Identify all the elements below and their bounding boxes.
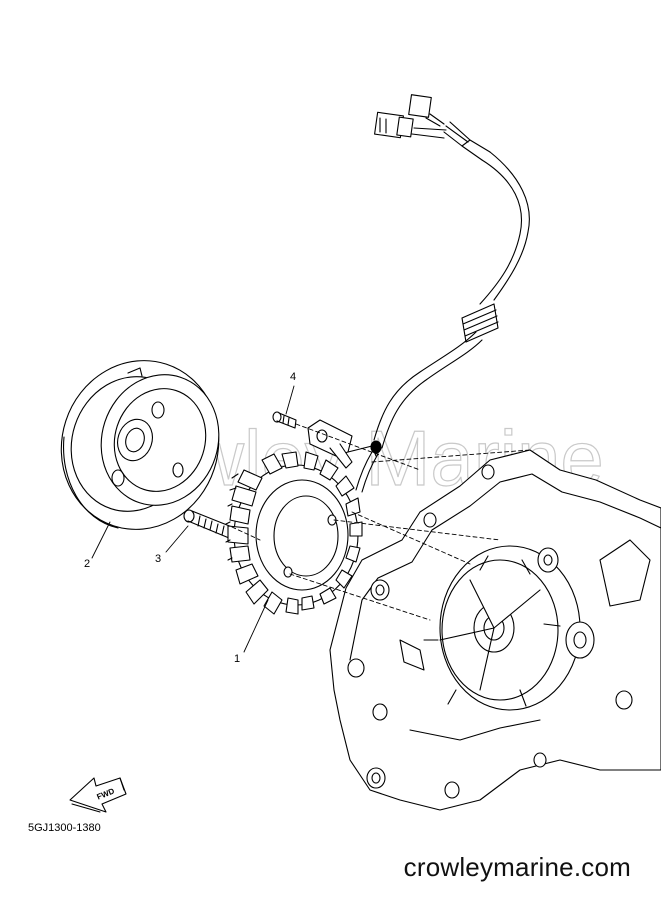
crankcase-cover (329, 449, 661, 811)
wire-harness (355, 94, 530, 493)
leader-lines (91, 385, 295, 653)
site-url: crowleymarine.com (403, 852, 631, 882)
assembly-guide-lines (231, 423, 531, 621)
stator-bolt (183, 509, 233, 539)
stator-coil (225, 451, 363, 615)
flywheel-rotor (60, 360, 220, 530)
callout-2: 2 (84, 558, 90, 570)
callout-3: 3 (155, 553, 161, 565)
pickup-screw (272, 411, 297, 429)
callout-1: 1 (234, 653, 240, 665)
callout-4: 4 (290, 371, 296, 383)
pickup-coil (307, 419, 377, 469)
part-code: 5GJ1300-1380 (28, 822, 101, 834)
fwd-arrow-icon (69, 777, 127, 813)
